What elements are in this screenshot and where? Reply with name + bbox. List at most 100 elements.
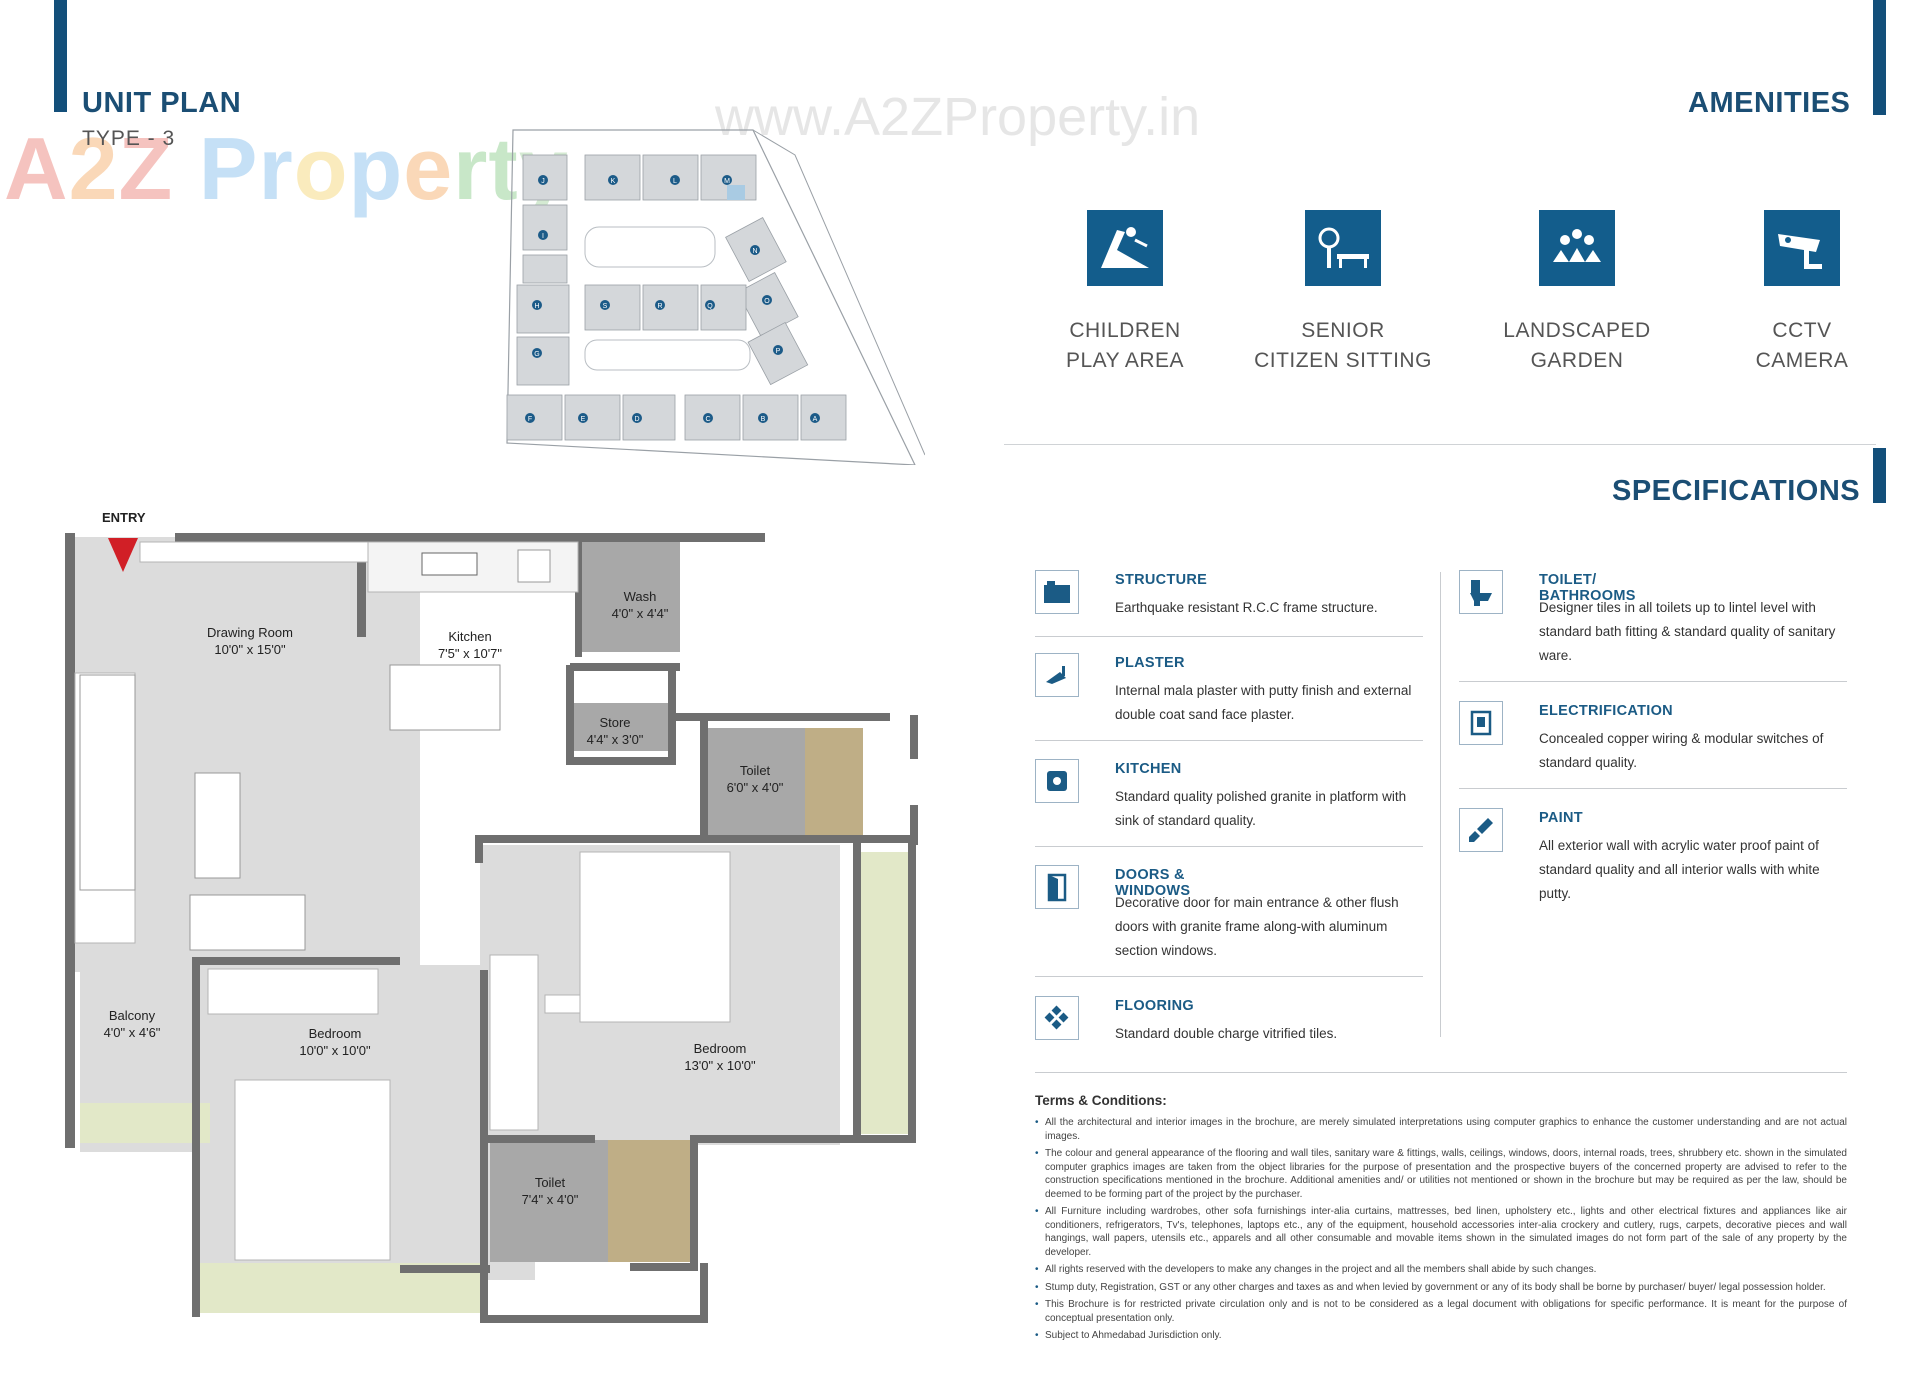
watermark-logo: A2Z Property bbox=[4, 118, 569, 220]
spec-text: Concealed copper wiring & modular switch… bbox=[1539, 731, 1824, 770]
divider bbox=[1035, 846, 1423, 847]
room-size: 7'5" x 10'7" bbox=[438, 646, 502, 661]
spec-title: TOILET/ BATHROOMS bbox=[1539, 572, 1636, 604]
watermark-url: www.A2ZProperty.in bbox=[715, 87, 1201, 147]
room-size: 6'0" x 4'0" bbox=[727, 780, 784, 795]
divider bbox=[1035, 636, 1423, 637]
room-name: Drawing Room bbox=[207, 625, 293, 640]
room-size: 10'0" x 10'0" bbox=[299, 1043, 371, 1058]
unit-plan-title: UNIT PLAN bbox=[82, 87, 242, 119]
specifications-accent-bar bbox=[1873, 448, 1886, 503]
spec-text: All exterior wall with acrylic water pro… bbox=[1539, 838, 1820, 901]
site-block-label: G bbox=[534, 351, 539, 358]
watermark-logo-letter: P bbox=[198, 119, 259, 218]
divider bbox=[1004, 444, 1876, 445]
spec-title: STRUCTURE bbox=[1115, 572, 1208, 588]
spec-title: PAINT bbox=[1539, 810, 1583, 826]
terms-title: Terms & Conditions: bbox=[1035, 1093, 1167, 1108]
tiles-icon bbox=[1035, 996, 1079, 1040]
amenities-title: AMENITIES bbox=[1688, 87, 1851, 119]
amenity-senior-citizen-sitting: SENIOR CITIZEN SITTING bbox=[1233, 210, 1453, 376]
spec-title: KITCHEN bbox=[1115, 761, 1182, 777]
site-block-label: F bbox=[528, 416, 532, 423]
divider bbox=[1035, 976, 1423, 977]
amenity-label: PLAY AREA bbox=[1065, 349, 1185, 372]
site-block-label: C bbox=[705, 416, 710, 423]
watermark-logo-letter: e bbox=[403, 119, 454, 218]
room-name: Wash bbox=[624, 589, 657, 604]
bench-icon bbox=[1305, 210, 1381, 286]
amenity-label: GARDEN bbox=[1530, 349, 1624, 372]
watermark-logo-letter: 2 bbox=[68, 119, 119, 218]
amenity-cctv-camera: CCTV CAMERA bbox=[1692, 210, 1912, 376]
room-name: Bedroom bbox=[309, 1026, 362, 1041]
room-name: Balcony bbox=[109, 1008, 156, 1023]
site-block-label: M bbox=[724, 178, 730, 185]
room-size: 10'0" x 15'0" bbox=[214, 642, 286, 657]
amenity-label: LANDSCAPED bbox=[1503, 319, 1651, 342]
watermark-logo-letter: A bbox=[4, 119, 69, 218]
site-block-label: R bbox=[657, 303, 662, 310]
paint-brush-icon bbox=[1459, 808, 1503, 852]
terms-item: Stump duty, Registration, GST or any oth… bbox=[1035, 1281, 1847, 1295]
specifications-title: SPECIFICATIONS bbox=[1612, 475, 1861, 507]
column-divider bbox=[1440, 572, 1441, 1037]
terms-item: This Brochure is for restricted private … bbox=[1035, 1298, 1847, 1325]
site-block-label: J bbox=[541, 178, 545, 185]
spec-text: Standard double charge vitrified tiles. bbox=[1115, 1026, 1338, 1041]
divider bbox=[1035, 1072, 1847, 1073]
room-size: 7'4" x 4'0" bbox=[522, 1192, 579, 1207]
divider bbox=[1459, 681, 1847, 682]
amenity-label: CAMERA bbox=[1755, 349, 1849, 372]
amenity-label: CITIZEN SITTING bbox=[1254, 349, 1432, 372]
room-name: Bedroom bbox=[694, 1041, 747, 1056]
room-name: Toilet bbox=[535, 1175, 566, 1190]
room-name: Store bbox=[599, 715, 630, 730]
door-icon bbox=[1035, 865, 1079, 909]
terms-list: All the architectural and interior image… bbox=[1035, 1116, 1847, 1343]
watermark-logo-letter: Z bbox=[118, 119, 174, 218]
room-size: 4'0" x 4'4" bbox=[612, 606, 669, 621]
watermark-logo-letter: r bbox=[453, 119, 489, 218]
stove-icon bbox=[1035, 759, 1079, 803]
site-block-label: B bbox=[761, 416, 766, 423]
watermark-logo-letter: p bbox=[348, 119, 404, 218]
spec-text: Decorative door for main entrance & othe… bbox=[1115, 895, 1399, 958]
terms-item: All Furniture including wardrobes, other… bbox=[1035, 1205, 1847, 1259]
site-block-label: K bbox=[611, 178, 616, 185]
amenity-label: CCTV bbox=[1772, 319, 1832, 342]
site-block-label: I bbox=[542, 233, 544, 240]
room-name: Kitchen bbox=[448, 629, 491, 644]
site-key-plan: J K L M I N O H S R Q P G F E D C B A bbox=[506, 129, 925, 465]
room-name: Toilet bbox=[740, 763, 771, 778]
spec-text: Internal mala plaster with putty finish … bbox=[1115, 683, 1412, 722]
site-block-label: L bbox=[673, 178, 677, 185]
site-block-label: P bbox=[776, 348, 781, 355]
site-block-label: E bbox=[581, 416, 586, 423]
room-size: 13'0" x 10'0" bbox=[684, 1058, 756, 1073]
divider bbox=[1459, 788, 1847, 789]
terms-item: All rights reserved with the developers … bbox=[1035, 1263, 1847, 1277]
site-block-label: A bbox=[813, 416, 818, 423]
amenities-accent-bar bbox=[1873, 0, 1886, 115]
trowel-icon bbox=[1035, 653, 1079, 697]
unit-plan-accent-bar bbox=[54, 0, 67, 112]
spec-title: ELECTRIFICATION bbox=[1539, 703, 1673, 719]
site-block-label: S bbox=[603, 303, 608, 310]
watermark-logo-letter: r bbox=[258, 119, 294, 218]
room-size: 4'0" x 4'6" bbox=[104, 1025, 161, 1040]
spec-text: Earthquake resistant R.C.C frame structu… bbox=[1115, 600, 1378, 615]
switch-icon bbox=[1459, 701, 1503, 745]
spec-title: FLOORING bbox=[1115, 998, 1194, 1014]
watermark-logo-letter bbox=[173, 119, 198, 218]
divider bbox=[1035, 740, 1423, 741]
spec-title: PLASTER bbox=[1115, 655, 1185, 671]
flowers-icon bbox=[1539, 210, 1615, 286]
entry-label: ENTRY bbox=[102, 510, 146, 525]
amenity-label: SENIOR bbox=[1301, 319, 1385, 342]
slide-icon bbox=[1087, 210, 1163, 286]
spec-text: Standard quality polished granite in pla… bbox=[1115, 789, 1407, 828]
room-size: 4'4" x 3'0" bbox=[587, 732, 644, 747]
cctv-icon bbox=[1764, 210, 1840, 286]
